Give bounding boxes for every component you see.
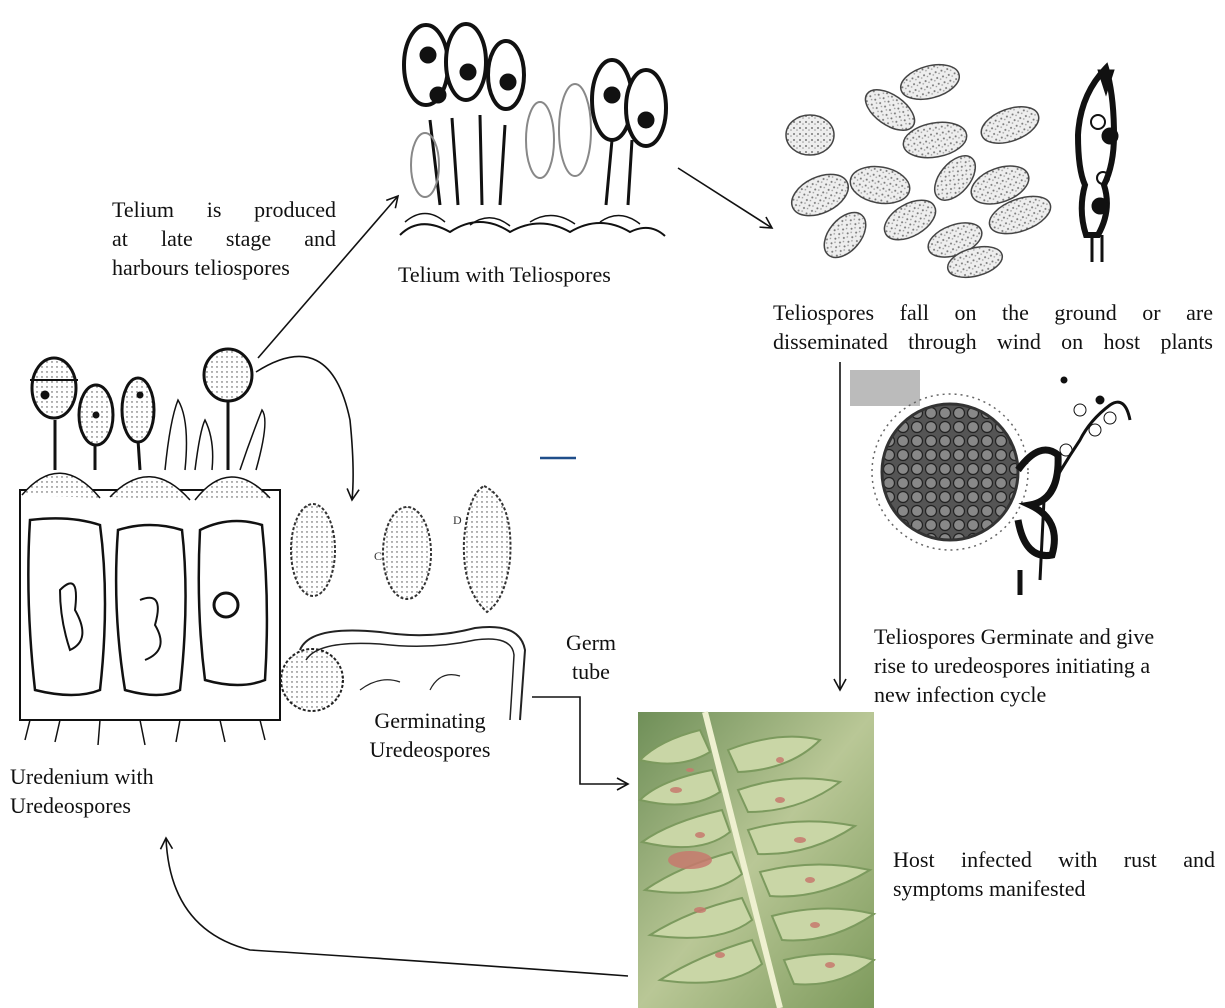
uredeospores-illustration: [291, 486, 510, 612]
label-teliospores-fall: Teliospores fall on the ground or are di…: [773, 298, 1213, 356]
label-uredenium: Uredenium with Uredeospores: [10, 762, 154, 820]
arrow-germ-tube-to-host: [532, 697, 628, 784]
telium-illustration: [400, 24, 666, 236]
infected-leaf-photo: [638, 712, 874, 1008]
label-germ-tube: Germ tube: [548, 628, 634, 686]
arrow-host-to-uredenium: [166, 838, 628, 976]
teliospore-germination-illustration: [850, 370, 1130, 595]
panel-letter-d: D: [453, 513, 462, 527]
uredenium-illustration: [20, 349, 280, 745]
teliospores-illustration: [785, 59, 1055, 283]
label-telium-with-teliospores: Telium with Teliospores: [398, 260, 611, 289]
arrow-to-teliospores: [678, 168, 772, 228]
label-host-infected: Host infected with rust and symptoms man…: [893, 845, 1215, 903]
arrow-uredenium-to-uredeospores: [256, 356, 353, 500]
panel-letter-c: C: [374, 549, 382, 563]
label-germinating-uredeospores: Germinating Uredeospores: [350, 706, 510, 764]
label-teliospores-germinate: Teliospores Germinate and give rise to u…: [874, 622, 1214, 709]
label-telium-produced: Telium is produced at late stage and har…: [112, 195, 336, 282]
teliospore-closeup: [1078, 68, 1118, 262]
